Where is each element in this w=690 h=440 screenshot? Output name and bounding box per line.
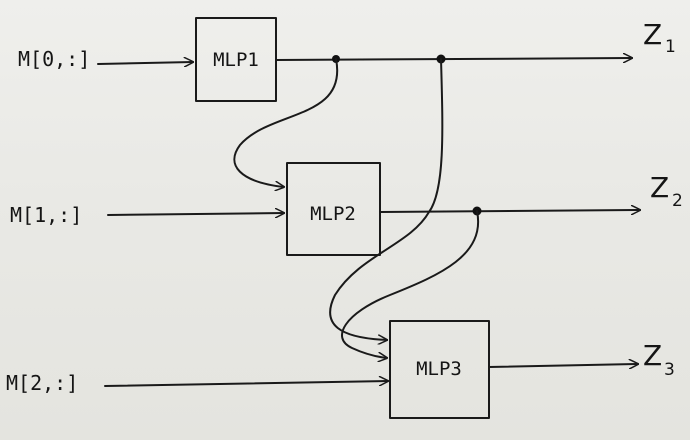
output-label-z1: Z: [643, 18, 662, 51]
connector-mlp1-to-mlp2: [233, 58, 339, 187]
input-arrow-m0: [97, 62, 194, 64]
input-label-m1: M[1,:]: [10, 203, 82, 227]
output-label-z2: Z: [650, 171, 669, 204]
input-arrow-m1: [107, 213, 285, 215]
output-arrow-z2: [379, 210, 641, 212]
input-arrow-m2: [104, 381, 389, 387]
output-sub-z1: 1: [665, 37, 676, 57]
output-arrow-z3: [488, 364, 639, 367]
input-label-m0: M[0,:]: [18, 47, 90, 71]
output-arrow-z1: [275, 58, 633, 60]
output-sub-z2: 2: [672, 191, 683, 211]
mlp3-block: [389, 320, 490, 419]
output-label-z3: Z: [643, 339, 662, 372]
mlp3-label: MLP3: [416, 358, 462, 380]
mlp1-label: MLP1: [213, 49, 259, 71]
input-label-m2: M[2,:]: [6, 371, 78, 395]
connector-mlp2-to-mlp3: [341, 210, 480, 358]
connector-mlp1-to-mlp3: [329, 58, 444, 340]
mlp2-label: MLP2: [310, 203, 356, 225]
mlp2-block: [286, 162, 381, 256]
output-sub-z3: 3: [664, 360, 675, 380]
